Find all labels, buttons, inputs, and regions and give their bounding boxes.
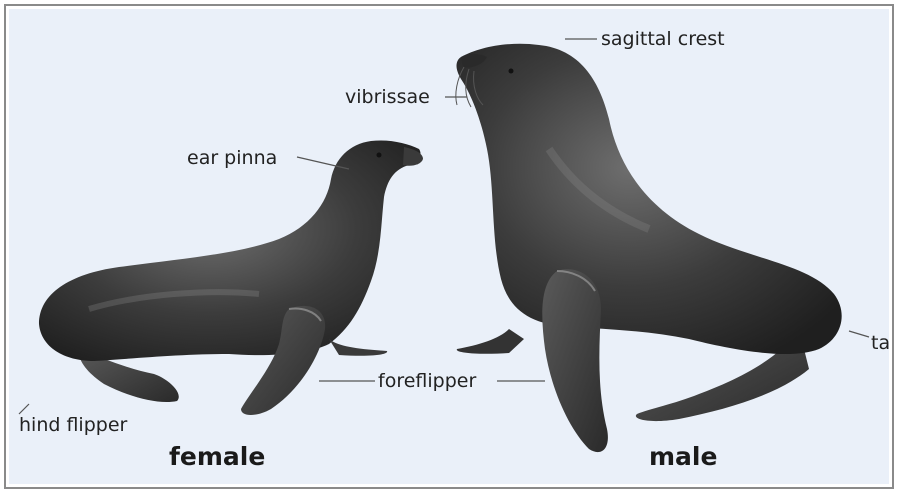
male-body — [457, 44, 842, 354]
female-body — [39, 140, 421, 361]
caption-male: male — [649, 442, 717, 471]
male-foreflipper — [542, 269, 608, 452]
label-sagittal-crest: sagittal crest — [601, 28, 725, 50]
diagram-panel: sagittal crest vibrissae ear pinna tai f… — [9, 9, 889, 484]
label-foreflipper: foreflipper — [378, 370, 476, 392]
leader-tail — [849, 331, 869, 337]
female-sea-lion — [39, 140, 423, 415]
caption-female: female — [169, 442, 265, 471]
label-ear-pinna: ear pinna — [187, 147, 277, 169]
label-tail: tai — [871, 332, 889, 354]
leader-hind-flipper — [19, 404, 29, 414]
diagram-frame: sagittal crest vibrissae ear pinna tai f… — [4, 4, 894, 489]
label-hind-flipper: hind flipper — [19, 414, 128, 436]
label-vibrissae: vibrissae — [345, 86, 430, 108]
male-sea-lion — [456, 44, 842, 452]
sea-lion-illustration: sagittal crest vibrissae ear pinna tai f… — [9, 9, 889, 484]
